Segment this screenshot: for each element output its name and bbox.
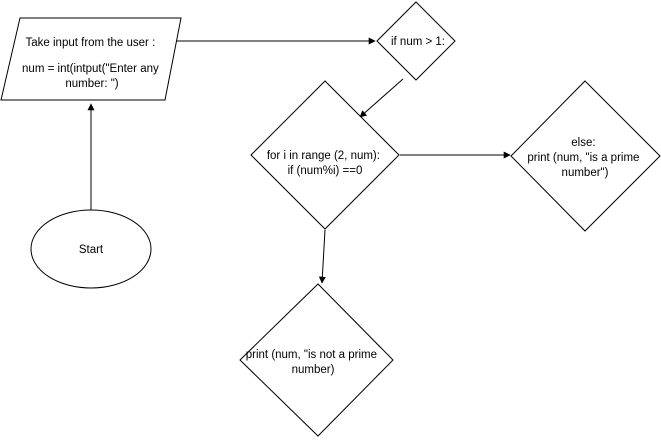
for-line-2: if (num%i) ==0 bbox=[288, 165, 363, 177]
start-ellipse bbox=[30, 209, 152, 289]
start-text: Start bbox=[79, 244, 104, 256]
input-line-1: Take input from the user : bbox=[26, 37, 156, 49]
if-label: if num > 1: bbox=[391, 36, 445, 48]
for-node[interactable]: for i in range (2, num): if (num%i) ==0 bbox=[250, 80, 400, 230]
else-line-3: number") bbox=[562, 167, 609, 179]
not-prime-line-1: print (num, "is not a prime bbox=[246, 349, 377, 361]
edge-if-to-for bbox=[359, 78, 404, 118]
input-line-4: number: ") bbox=[65, 78, 118, 90]
else-node[interactable]: else: print (num, "is a prime number") bbox=[510, 80, 661, 232]
if-diamond bbox=[376, 1, 456, 81]
edges bbox=[87, 37, 511, 284]
else-line-2: print (num, "is a prime bbox=[527, 152, 639, 164]
edge-for-to-notprime bbox=[318, 229, 326, 284]
start-label: Start bbox=[79, 244, 104, 256]
for-line-1: for i in range (2, num): bbox=[267, 150, 380, 162]
else-text: else: print (num, "is a prime number") bbox=[527, 137, 642, 179]
for-diamond bbox=[250, 80, 400, 230]
else-line-1: else: bbox=[571, 137, 595, 149]
not-prime-text: print (num, "is not a prime number) bbox=[246, 349, 380, 376]
not-prime-diamond bbox=[239, 283, 394, 437]
else-diamond bbox=[510, 80, 661, 232]
input-node[interactable]: Take input from the user : num = int(int… bbox=[0, 17, 182, 101]
input-text: Take input from the user : num = int(int… bbox=[22, 37, 162, 90]
if-node[interactable]: if num > 1: bbox=[376, 1, 456, 81]
not-prime-line-2: number) bbox=[292, 364, 335, 376]
input-parallelogram bbox=[0, 17, 182, 101]
for-text: for i in range (2, num): if (num%i) ==0 bbox=[267, 150, 383, 177]
if-text: if num > 1: bbox=[391, 36, 445, 48]
start-node[interactable]: Start bbox=[30, 209, 152, 289]
not-prime-node[interactable]: print (num, "is not a prime number) bbox=[239, 283, 394, 437]
input-line-3: num = int(intput("Enter any bbox=[22, 63, 159, 75]
